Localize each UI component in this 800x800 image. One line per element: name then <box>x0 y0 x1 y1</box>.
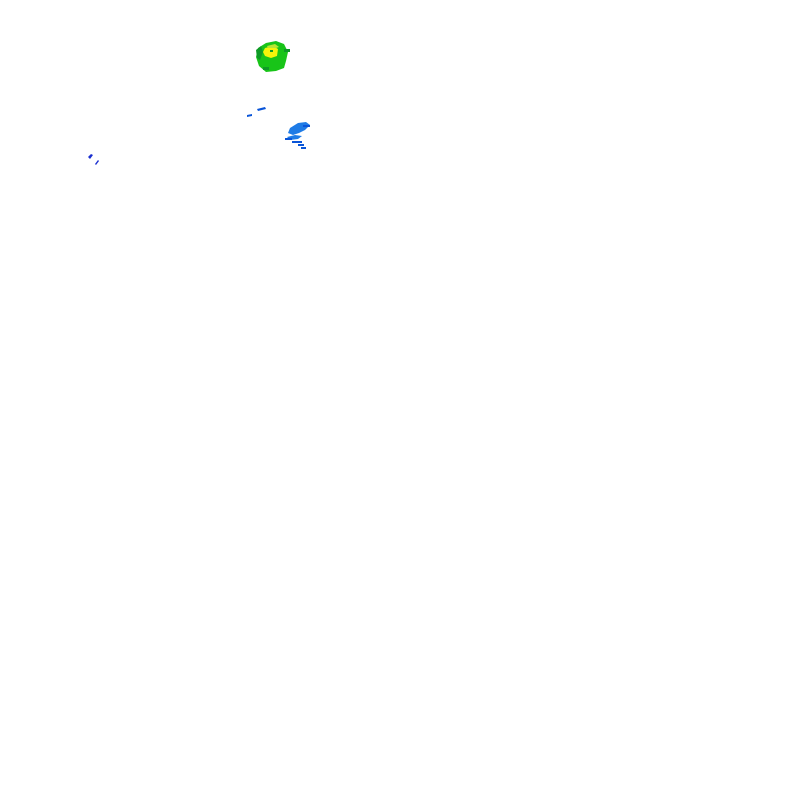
echo-darkgreen-edge <box>256 46 263 60</box>
echo-blue-streak <box>285 138 292 140</box>
echo-darkblue-streak <box>95 160 99 165</box>
echo-darkgreen-bit <box>263 67 269 70</box>
echo-blue-streak <box>257 107 266 111</box>
echo-blue-streak <box>247 114 252 117</box>
streak-small-central <box>247 107 266 117</box>
cell-strong-north <box>256 41 290 72</box>
echo-lightblue <box>288 122 310 135</box>
echo-blue-streak <box>303 125 310 127</box>
streaks-west <box>88 154 99 165</box>
echo-darkblue-streak <box>88 154 93 159</box>
echo-blue-streak <box>292 141 302 143</box>
echo-darkgreen-bit <box>284 49 290 52</box>
echo-yellowgreen-halo <box>267 44 279 48</box>
echo-blue-streak <box>298 144 304 146</box>
cell-light-central <box>285 122 310 149</box>
echo-blue-streak <box>301 147 306 149</box>
echo-darkgreen-bit <box>270 50 273 52</box>
